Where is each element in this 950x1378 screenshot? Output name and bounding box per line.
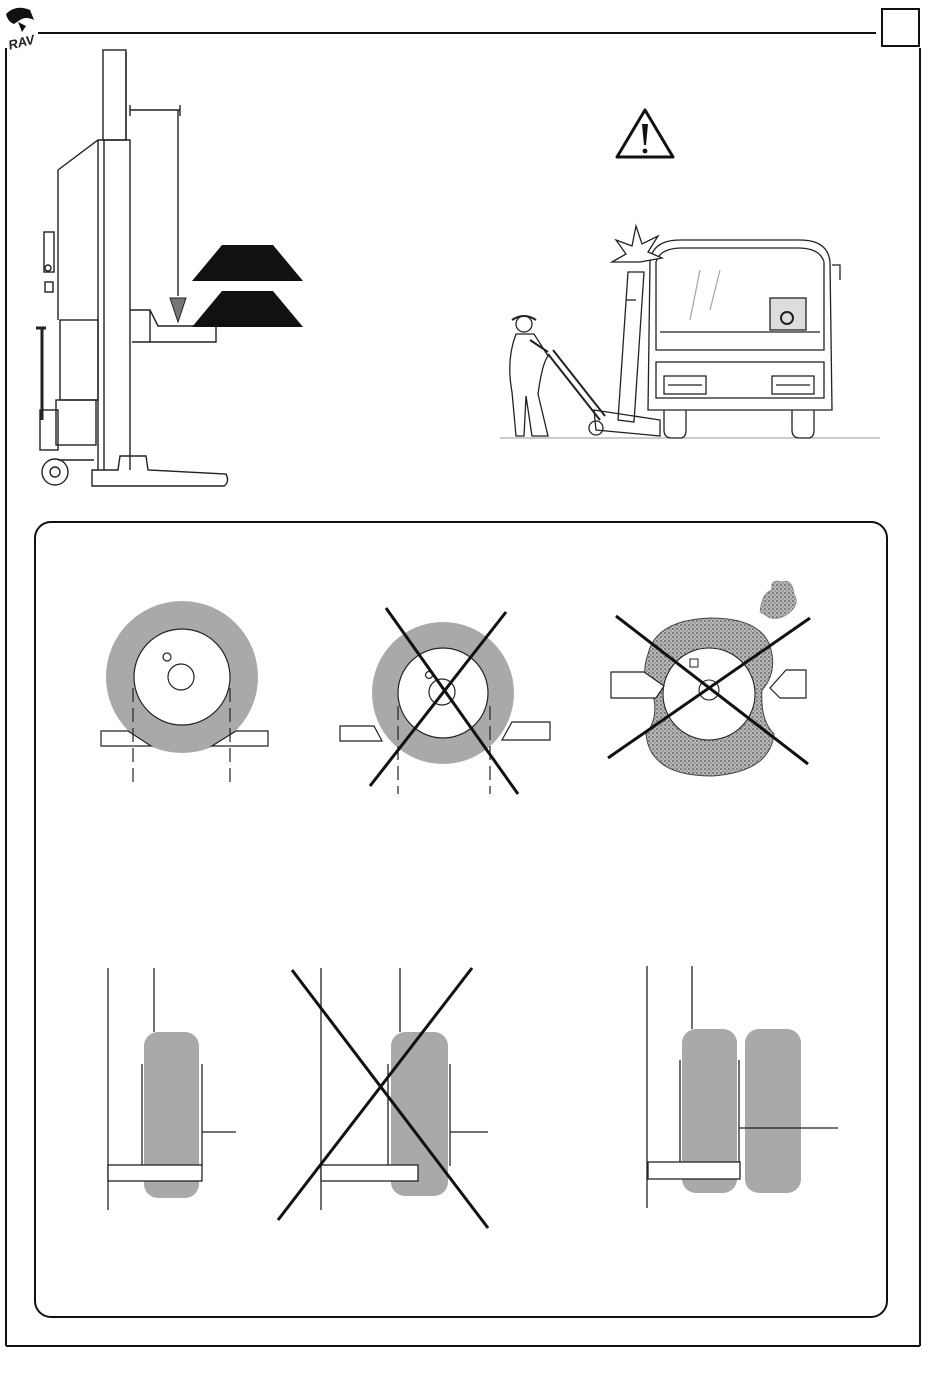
wheel-correct-icon [101,601,268,782]
tyre-side-wrong-icon [278,968,488,1228]
wheel-deformed-icon [608,581,810,776]
cone-pointer-icon [170,298,186,322]
page-number-box [882,9,919,46]
trapezoid-markers-icon [192,245,303,327]
logo-lettering: RAV [7,31,38,52]
manufacturer-logo-icon: RAV [6,8,37,53]
twin-tyre-icon [647,966,838,1208]
tyre-side-correct-icon [108,968,236,1210]
wheel-wrong-icon [340,608,550,794]
column-lift-side-icon [36,50,228,486]
bus-collision-icon [500,226,880,438]
warning-triangle-icon [617,110,673,157]
